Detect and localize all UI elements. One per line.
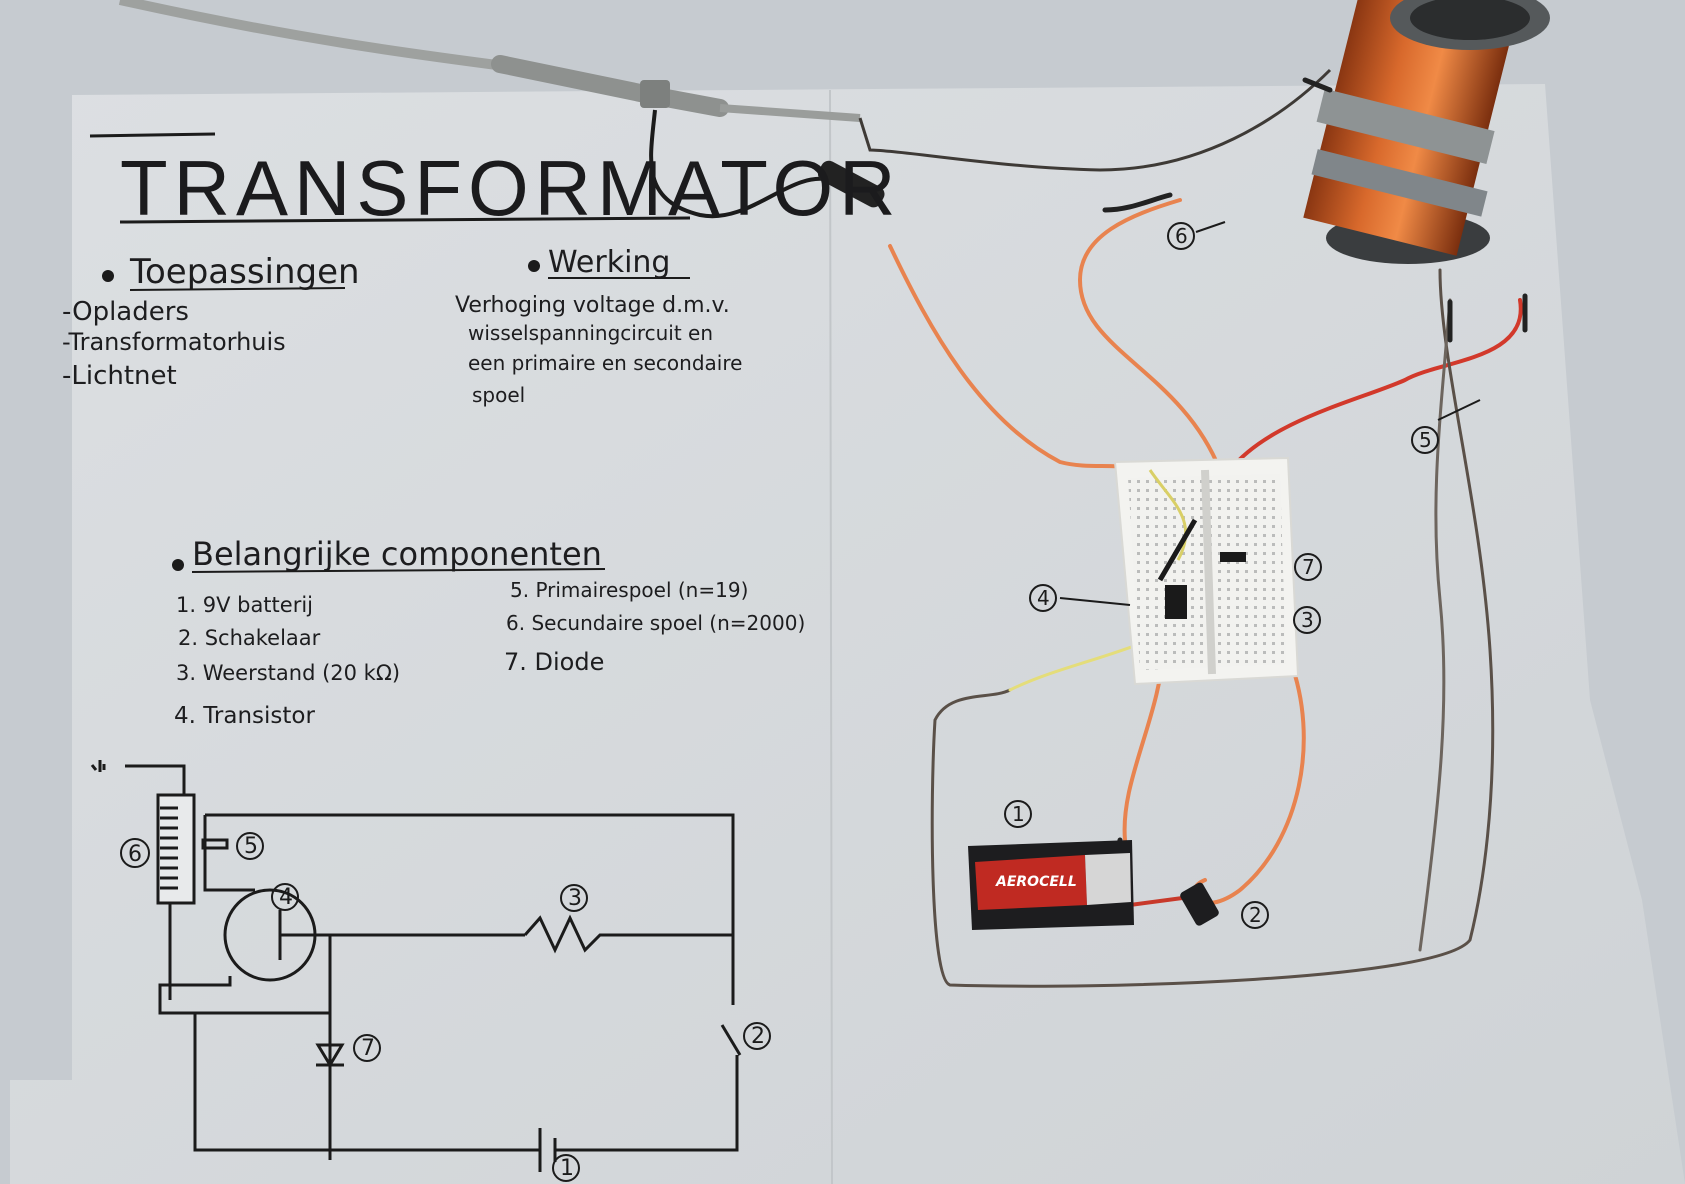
componenten-section: Belangrijke componenten 1. 9V batterij 2… [172, 535, 805, 729]
photo-labels: 6 5 7 3 4 1 2 [1004, 221, 1481, 929]
werking-line: wisselspanningcircuit en [468, 321, 713, 345]
component-item: 2. Schakelaar [178, 626, 321, 650]
component-item: 7. Diode [504, 648, 604, 676]
toepassingen-item: -Opladers [62, 297, 189, 327]
bullet [102, 270, 114, 282]
title-block: TRANSFORMATOR [89, 132, 901, 232]
transformer-coil [1303, 0, 1550, 264]
battery: AEROCELL [968, 840, 1134, 930]
component-item: 1. 9V batterij [176, 593, 313, 617]
photo-label-1: 1 [1012, 802, 1025, 826]
bullet [172, 559, 184, 571]
werking-line: een primaire en secondaire [468, 351, 742, 375]
werking-section: Werking Verhoging voltage d.m.v. wissels… [455, 245, 742, 407]
schematic-label-1: 1 [560, 1156, 574, 1181]
componenten-heading: Belangrijke componenten [192, 535, 602, 573]
photo-label-4: 4 [1037, 586, 1050, 610]
diode-part [1220, 552, 1246, 562]
component-item: 3. Weerstand (20 kΩ) [176, 661, 400, 685]
photo-label-6: 6 [1175, 224, 1188, 248]
toepassingen-section: Toepassingen -Opladers -Transformatorhui… [62, 252, 360, 391]
component-item: 4. Transistor [174, 703, 315, 729]
schematic-labels: 6 5 4 3 7 2 1 [120, 832, 771, 1182]
photo-label-3: 3 [1301, 608, 1314, 632]
photo-label-2: 2 [1249, 903, 1262, 927]
circuit-schematic [90, 760, 742, 1172]
toepassingen-item: -Lichtnet [62, 361, 177, 391]
component-item: 6. Secundaire spoel (n=2000) [506, 611, 805, 635]
schematic-label-3: 3 [568, 886, 582, 911]
breadboard [1113, 456, 1300, 686]
page-title: TRANSFORMATOR [120, 144, 901, 232]
schematic-label-4: 4 [279, 885, 293, 910]
transistor-part [1165, 585, 1187, 619]
schematic-label-6: 6 [128, 842, 142, 867]
werking-heading: Werking [548, 245, 670, 280]
battery-brand: AEROCELL [995, 874, 1077, 890]
photo-label-7: 7 [1302, 555, 1315, 579]
schematic-label-7: 7 [361, 1036, 375, 1061]
schematic-label-5: 5 [244, 834, 258, 859]
board-fold [829, 89, 833, 1184]
bullet [528, 260, 540, 272]
photo-label-5: 5 [1419, 428, 1432, 452]
toepassingen-heading: Toepassingen [129, 252, 360, 292]
werking-line: Verhoging voltage d.m.v. [455, 293, 730, 318]
diode-symbol [315, 1043, 345, 1068]
werking-line: spoel [472, 383, 525, 407]
schematic-label-2: 2 [751, 1024, 765, 1049]
oscilloscope-probe [118, 0, 1332, 219]
switch [1180, 882, 1219, 926]
component-item: 5. Primairespoel (n=19) [510, 578, 748, 602]
toepassingen-item: -Transformatorhuis [62, 328, 286, 356]
primary-coil-symbol [201, 838, 229, 850]
